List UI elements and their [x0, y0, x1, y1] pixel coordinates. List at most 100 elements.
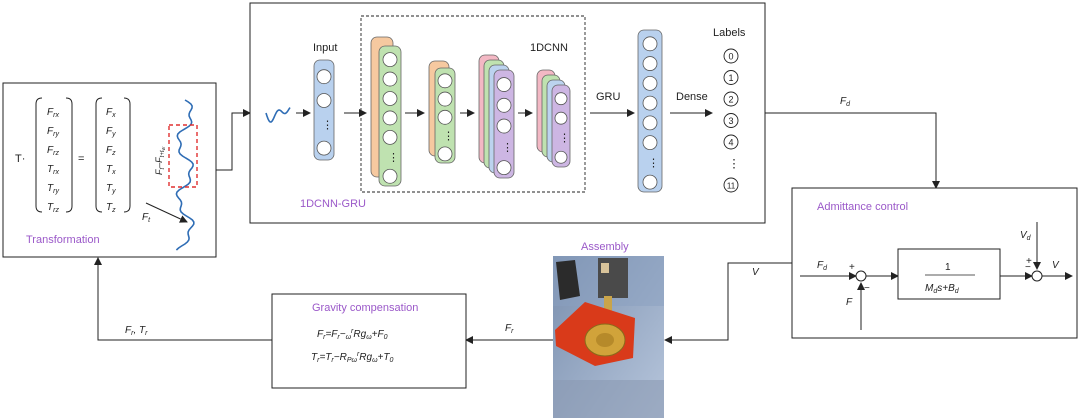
neuron: [496, 118, 512, 134]
ft-pointer-arrow: [145, 202, 188, 223]
equals-sign: =: [78, 153, 84, 165]
rhs-vector-entry: Fz: [106, 145, 116, 157]
edge-frtr-label: Fr, Tr: [125, 325, 148, 337]
output-label-circle: [723, 48, 739, 64]
transformation-box: [2, 82, 217, 258]
admittance-block: Admittance control Fd + − F 1 Mds+Bd − +…: [791, 187, 1078, 339]
sum-junction-1: [855, 270, 867, 282]
output-label-text: 11: [727, 182, 736, 191]
output-label-text: 2: [728, 95, 733, 105]
neuron: [554, 92, 568, 106]
gravity-eq1: Fr=Fr−ωrRgω+F0: [317, 328, 388, 341]
gru-label: GRU: [596, 91, 621, 103]
lhs-vector-entry: Fry: [47, 126, 59, 138]
cnn-label: 1DCNN: [530, 42, 568, 54]
conv4-layer-d: [551, 84, 571, 168]
output-label-circle: [723, 113, 739, 128]
admittance-title: Admittance control: [817, 201, 908, 213]
tf-denominator: Mds+Bd: [925, 283, 960, 295]
edge-gravity-to-transformation: [94, 257, 272, 341]
output-label-text: 0: [728, 52, 733, 62]
lhs-left-bracket: [35, 97, 43, 213]
sum2-minus: −: [1025, 262, 1031, 273]
feedback-f-label: F: [846, 297, 853, 308]
rhs-left-bracket: [95, 97, 103, 213]
output-label-text: 3: [728, 116, 733, 126]
window-label: Ft–Ft+tw: [154, 146, 167, 175]
assembly-block: Assembly: [553, 241, 664, 418]
neuron: [642, 36, 658, 52]
lhs-vector-entry: Trz: [47, 202, 59, 214]
edge-fr-label: Fr: [505, 323, 514, 335]
input-signal-wave: [265, 107, 291, 123]
neuron: [554, 150, 568, 164]
gripper-detail: [601, 263, 609, 273]
neuron: [496, 160, 512, 176]
neuron: [642, 75, 658, 91]
rhs-vector-entry: Tz: [106, 202, 116, 214]
rhs-right-bracket: [123, 97, 131, 213]
gravity-eq2: Tr=Tr−RPωrRgω+T0: [311, 351, 393, 364]
cnn-dashed-box: [360, 15, 586, 193]
edge-admittance-to-assembly: [664, 262, 792, 344]
sum1-minus: −: [864, 283, 870, 294]
network-block: Input ⋮⋮⋮⋮⋮⋮ 1DCNN GRU Dense Labels 0123…: [249, 2, 766, 224]
neuron: [382, 71, 398, 87]
neuron: [437, 146, 453, 162]
gravity-box: [271, 293, 467, 389]
output-label-circle: [723, 177, 739, 193]
output-label-circle: [723, 70, 739, 85]
rhs-vector-entry: Tx: [106, 164, 116, 176]
assembly-title: Assembly: [581, 241, 629, 253]
layer-ellipsis: ⋮: [559, 133, 570, 145]
layer-ellipsis: ⋮: [322, 119, 333, 131]
photo-floor: [553, 380, 664, 418]
neuron: [382, 168, 398, 184]
layer-ellipsis: ⋮: [443, 131, 454, 143]
gold-part-center: [596, 333, 614, 347]
lhs-right-bracket: [65, 97, 73, 213]
edge-network-to-admittance: [765, 112, 940, 189]
neuron: [554, 111, 568, 125]
sliding-window-box: [168, 124, 198, 188]
dense-label: Dense: [676, 91, 708, 103]
neuron: [496, 97, 512, 113]
gravity-block: Gravity compensation Fr=Fr−ωrRgω+F0 Tr=T…: [271, 293, 467, 389]
network-title: 1DCNN-GRU: [300, 198, 366, 210]
robot-arm-dark: [556, 260, 580, 300]
gravity-title: Gravity compensation: [312, 302, 418, 314]
tf-numerator: 1: [945, 262, 951, 273]
sum-junction-2: [1031, 270, 1043, 282]
neuron: [437, 109, 453, 125]
labels-title: Labels: [713, 27, 746, 39]
layer-ellipsis: ⋮: [648, 157, 659, 169]
neuron: [316, 69, 332, 85]
rhs-vector-entry: Ty: [106, 183, 116, 195]
neuron: [437, 73, 453, 89]
neuron: [382, 91, 398, 106]
layer-ellipsis: ⋮: [388, 152, 399, 164]
neuron: [382, 129, 398, 145]
lhs-vector-entry: Frx: [47, 107, 59, 119]
neuron: [316, 140, 332, 156]
neuron: [382, 52, 398, 68]
rhs-vector-entry: Fy: [106, 126, 116, 138]
output-label-circle: [723, 91, 739, 107]
admittance-fd-label: Fd: [817, 260, 828, 272]
lhs-vector-entry: Trx: [47, 164, 59, 176]
vd-label: Vd: [1020, 230, 1032, 242]
edge-transform-to-network: [216, 109, 251, 171]
ft-label: Ft: [142, 212, 151, 224]
output-label-text: 4: [728, 138, 733, 148]
neuron: [382, 110, 398, 126]
output-label-ellipsis: ⋮: [728, 157, 740, 171]
transformation-operator: T·: [15, 153, 25, 165]
output-label-circle: [723, 134, 739, 150]
sum2-plus: +: [1026, 256, 1032, 267]
lhs-vector-entry: Frz: [47, 145, 59, 157]
